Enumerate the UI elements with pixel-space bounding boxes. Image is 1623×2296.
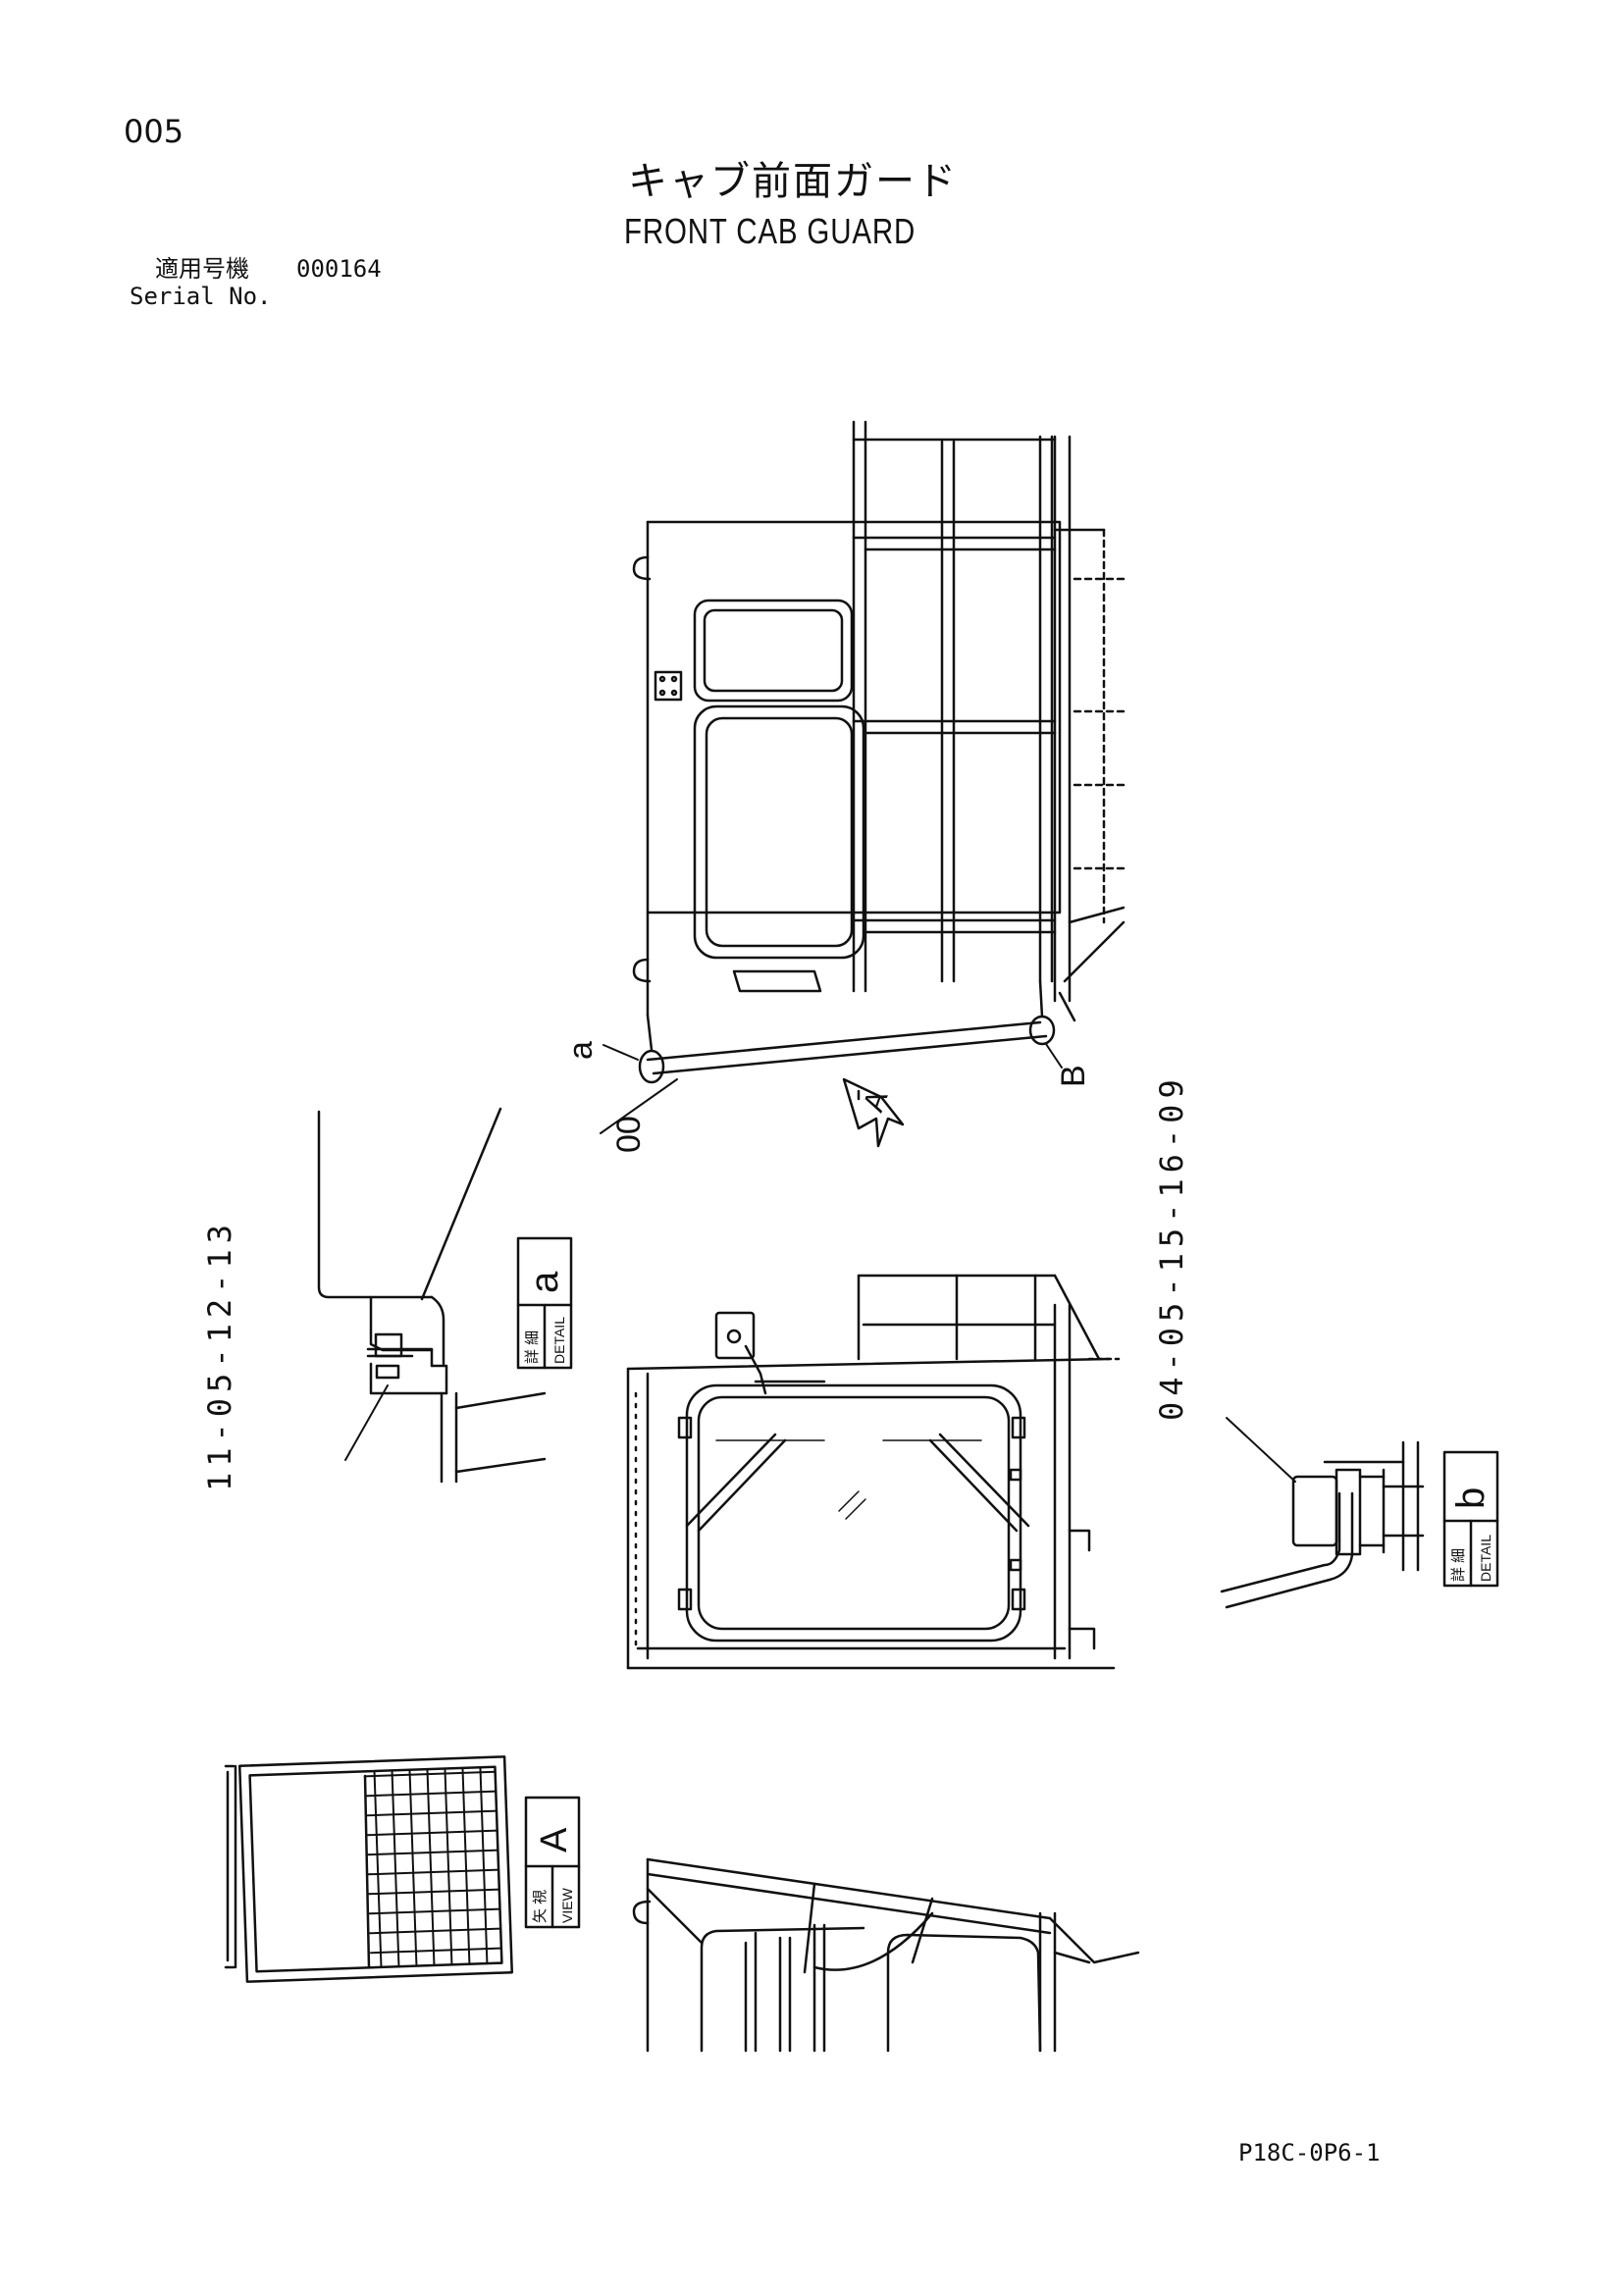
title-english: FRONT CAB GUARD <box>624 211 916 251</box>
document-code: P18C-0P6-1 <box>1238 2139 1381 2166</box>
detail-a-letter: a <box>523 1271 566 1293</box>
detail-a-parts: 11-05-12-13 <box>201 1219 238 1491</box>
serial-label-japanese: 適用号機 <box>155 255 249 283</box>
detail-b-letter: b <box>1449 1487 1492 1509</box>
detail-b-en: DETAIL <box>1478 1535 1493 1582</box>
view-arrow-label: A <box>858 1086 895 1116</box>
callout-b-label: B <box>1055 1065 1092 1087</box>
detail-a-jp: 詳 細 <box>524 1331 541 1364</box>
callout-00-label: 00 <box>610 1116 648 1153</box>
detail-b-jp: 詳 細 <box>1450 1548 1467 1582</box>
view-a-grid-guard: A 矢 視 VIEW <box>224 1755 581 1983</box>
main-side-view: A a B 00 <box>562 420 1130 1153</box>
front-view <box>626 1274 1121 1670</box>
bottom-partial-view <box>632 1857 1140 2053</box>
callout-a-label: a <box>562 1041 600 1060</box>
detail-a-en: DETAIL <box>551 1317 567 1364</box>
detail-a-view: a 詳 細 DETAIL 11-05-12-13 <box>201 1107 573 1491</box>
serial-number-value: 000164 <box>296 255 382 283</box>
page-number: 005 <box>124 113 184 150</box>
view-a-en: VIEW <box>559 1887 575 1923</box>
detail-b-parts: 04-05-15-16-09 <box>1153 1073 1190 1421</box>
view-a-jp: 矢 視 <box>532 1890 549 1923</box>
detail-b-view: b 詳 細 DETAIL 04-05-15-16-09 <box>1153 1073 1499 1609</box>
view-a-letter: A <box>534 1827 575 1852</box>
serial-label-english: Serial No. <box>130 283 272 310</box>
title-japanese: キャブ前面ガード <box>628 159 958 204</box>
